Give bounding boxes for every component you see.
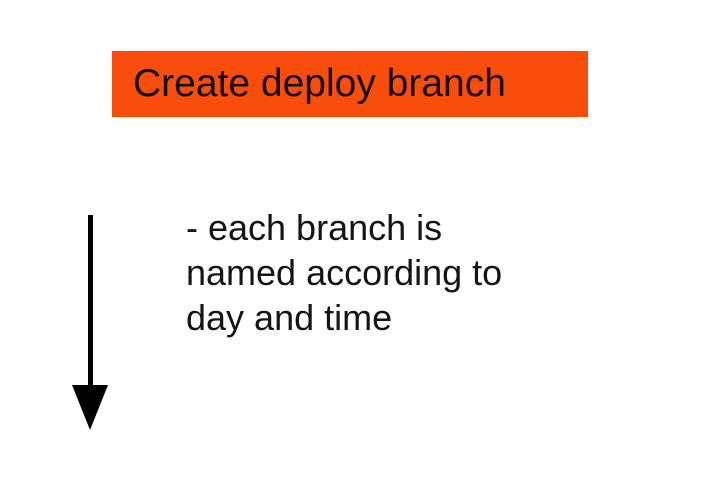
page-title: Create deploy branch: [133, 62, 506, 105]
arrow-down-icon: [72, 215, 108, 430]
title-banner: Create deploy branch: [112, 51, 588, 117]
body-text: - each branch is named according to day …: [186, 207, 503, 338]
